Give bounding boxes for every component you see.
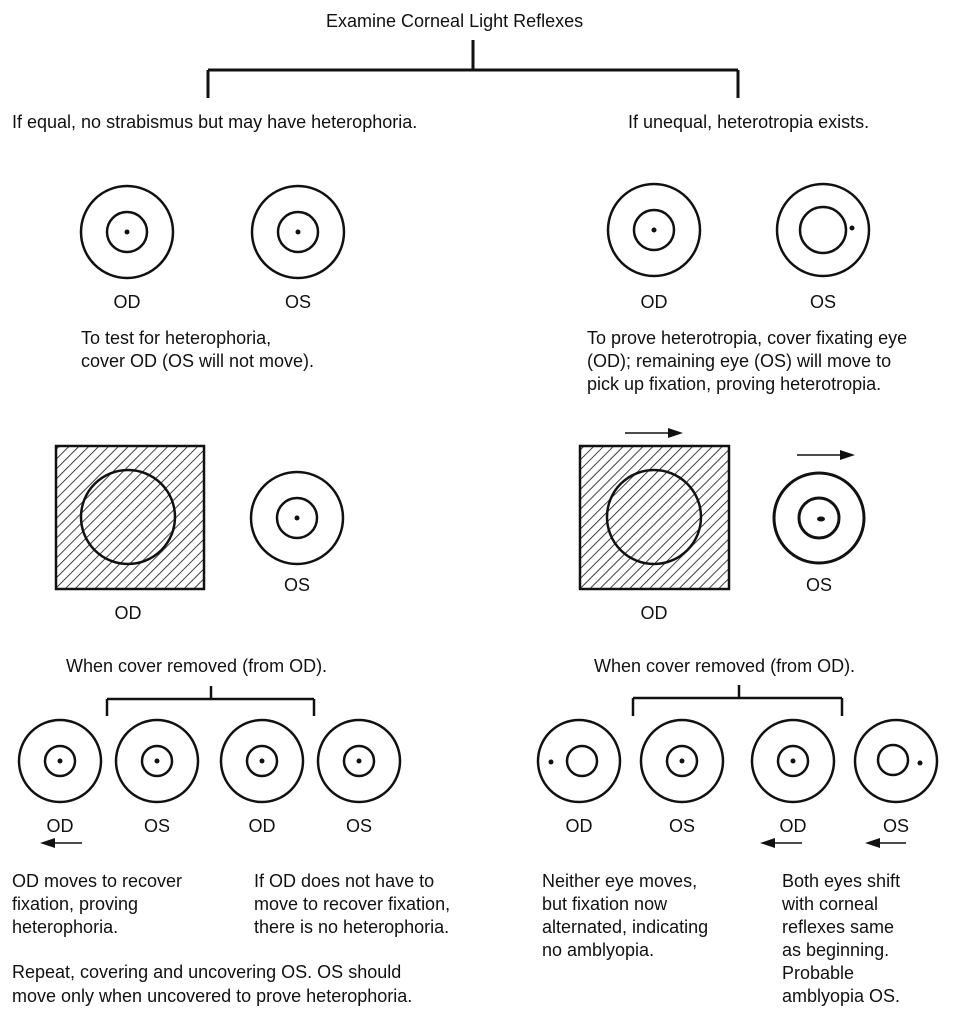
- label-right-cover-od: OD: [640, 603, 668, 623]
- arrow-right-os-bottom: [865, 838, 906, 848]
- eye-left-os-1: [250, 184, 346, 280]
- right-outcome-a-line-2: but fixation now: [542, 894, 668, 914]
- label-right-bottom-4: OS: [882, 816, 909, 836]
- right-outcome-b-line-5: Probable: [782, 963, 855, 983]
- label-left-cover-os: OS: [283, 575, 310, 595]
- label-right-bottom-2: OS: [668, 816, 695, 836]
- right-outcome-b-line-1: Both eyes shift: [782, 871, 901, 891]
- label-left-bottom-1: OD: [46, 816, 74, 836]
- right-bottom-bracket: [631, 685, 844, 716]
- page-title: Examine Corneal Light Reflexes: [326, 11, 584, 31]
- left-instruction-line-1: To test for heterophoria,: [81, 328, 272, 348]
- cover-left-od: [54, 444, 206, 591]
- right-cover-removed-text: When cover removed (from OD).: [594, 656, 856, 676]
- left-outcome-b-line-3: there is no heterophoria.: [254, 917, 450, 937]
- left-instruction-line-2: cover OD (OS will not move).: [81, 351, 315, 371]
- eye-left-bottom-3: [219, 718, 305, 804]
- top-bracket: [206, 40, 740, 98]
- label-left-cover-od: OD: [114, 603, 142, 623]
- left-outcome-b-line-1: If OD does not have to: [254, 871, 435, 891]
- label-right-bottom-3: OD: [779, 816, 807, 836]
- eye-right-bottom-2: [639, 718, 725, 804]
- eye-left-os-2: [249, 470, 345, 566]
- eye-right-bottom-1: [536, 718, 622, 804]
- right-outcome-a-line-4: no amblyopia.: [542, 940, 655, 960]
- label-left-bottom-4: OS: [345, 816, 372, 836]
- eye-right-bottom-4: [853, 718, 939, 804]
- right-outcome-b-line-4: as beginning.: [782, 940, 890, 960]
- left-cover-removed-text: When cover removed (from OD).: [66, 656, 328, 676]
- left-repeat-line-1: Repeat, covering and uncovering OS. OS s…: [12, 962, 402, 982]
- left-branch-text: If equal, no strabismus but may have het…: [12, 112, 418, 132]
- arrow-right-os: [797, 450, 855, 460]
- eye-right-os-2: [772, 471, 866, 565]
- right-outcome-a-line-1: Neither eye moves,: [542, 871, 698, 891]
- eye-right-od-1: [606, 182, 702, 278]
- arrow-right-od-bottom: [760, 838, 802, 848]
- right-instruction-line-2: (OD); remaining eye (OS) will move to: [587, 351, 892, 371]
- label-left-od-1: OD: [113, 292, 141, 312]
- label-right-bottom-1: OD: [565, 816, 593, 836]
- right-outcome-b-line-6: amblyopia OS.: [782, 986, 901, 1006]
- label-right-od-1: OD: [640, 292, 668, 312]
- label-left-bottom-3: OD: [248, 816, 276, 836]
- left-outcome-a-line-1: OD moves to recover: [12, 871, 183, 891]
- left-outcome-b-line-2: move to recover fixation,: [254, 894, 451, 914]
- right-branch-text: If unequal, heterotropia exists.: [628, 112, 870, 132]
- eye-left-bottom-2: [114, 718, 200, 804]
- label-left-os-1: OS: [284, 292, 311, 312]
- arrow-right-cover: [625, 428, 683, 438]
- right-instruction-line-1: To prove heterotropia, cover fixating ey…: [587, 328, 908, 348]
- right-instruction-line-3: pick up fixation, proving heterotropia.: [587, 374, 882, 394]
- eye-left-bottom-1: [17, 718, 103, 804]
- right-outcome-b-line-2: with corneal: [782, 894, 879, 914]
- eye-right-os-1: [775, 182, 871, 278]
- left-outcome-a-line-3: heterophoria.: [12, 917, 119, 937]
- label-right-os-1: OS: [809, 292, 836, 312]
- arrow-left-od-bottom: [40, 838, 82, 848]
- label-right-cover-os: OS: [805, 575, 832, 595]
- eye-right-bottom-3: [750, 718, 836, 804]
- left-outcome-a-line-2: fixation, proving: [12, 894, 139, 914]
- left-repeat-line-2: move only when uncovered to prove hetero…: [12, 986, 413, 1006]
- left-bottom-bracket: [105, 686, 316, 716]
- cover-right-od: [578, 444, 731, 591]
- eye-left-od-1: [79, 184, 175, 280]
- eye-left-bottom-4: [316, 718, 402, 804]
- right-outcome-a-line-3: alternated, indicating: [542, 917, 709, 937]
- label-left-bottom-2: OS: [143, 816, 170, 836]
- right-outcome-b-line-3: reflexes same: [782, 917, 895, 937]
